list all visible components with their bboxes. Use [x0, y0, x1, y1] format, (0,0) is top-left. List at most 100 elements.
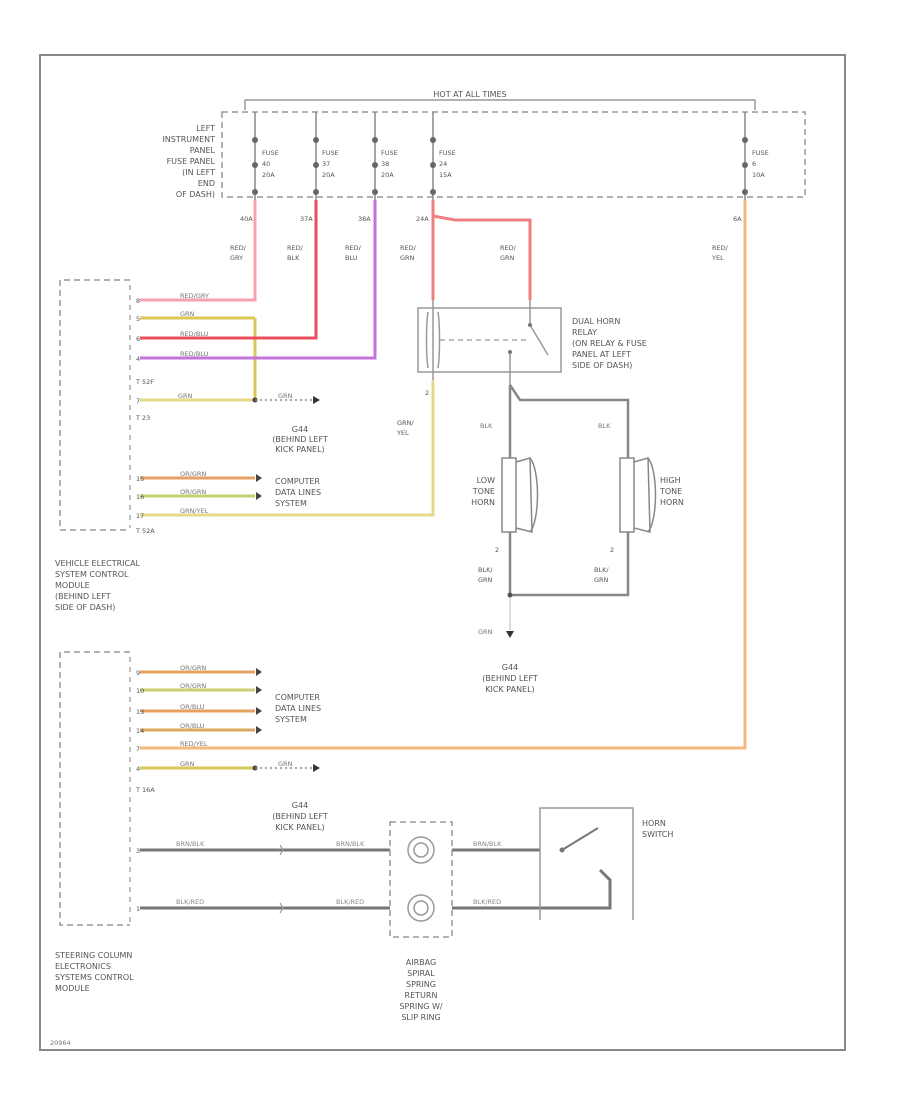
- vesc-ground-label: G44 (BEHIND LEFT KICK PANEL): [272, 425, 328, 454]
- svg-text:RELAY: RELAY: [572, 328, 597, 337]
- svg-text:RED/: RED/: [400, 244, 417, 252]
- relay-coil: [425, 311, 441, 369]
- svg-text:DUAL HORN: DUAL HORN: [572, 317, 620, 326]
- svg-text:OR/BLU: OR/BLU: [180, 703, 205, 711]
- svg-text:GRN/YEL: GRN/YEL: [180, 507, 209, 515]
- scesc-module-box: [59, 651, 130, 926]
- svg-text:4: 4: [136, 765, 140, 773]
- svg-text:COMPUTER: COMPUTER: [275, 693, 320, 702]
- fuse-symbols: [254, 112, 746, 200]
- svg-text:GRN: GRN: [180, 310, 195, 318]
- svg-text:LOW: LOW: [477, 476, 495, 485]
- svg-text:PANEL: PANEL: [190, 146, 216, 155]
- svg-text:(IN LEFT: (IN LEFT: [182, 168, 215, 177]
- svg-text:BLK: BLK: [287, 254, 300, 262]
- svg-text:KICK PANEL): KICK PANEL): [485, 685, 534, 694]
- scesc-wires: [140, 670, 255, 770]
- svg-text:STEERING COLUMN: STEERING COLUMN: [55, 951, 132, 960]
- low-tone-horn: LOW TONE HORN: [471, 457, 539, 533]
- svg-text:TONE: TONE: [472, 487, 495, 496]
- vesc-data-pins: 15 16 17 OR/GRN OR/GRN GRN/YEL: [136, 470, 209, 520]
- svg-text:GRN/: GRN/: [397, 419, 414, 427]
- vesc-data-wires: [140, 476, 255, 498]
- svg-text:G44: G44: [292, 425, 308, 434]
- svg-text:LEFT: LEFT: [196, 124, 215, 133]
- horn-switch-contact: [561, 827, 599, 851]
- svg-text:24A: 24A: [416, 215, 429, 223]
- svg-text:38: 38: [381, 160, 389, 168]
- svg-text:SLIP RING: SLIP RING: [401, 1013, 440, 1022]
- svg-text:KICK PANEL): KICK PANEL): [275, 445, 324, 454]
- svg-text:2: 2: [425, 389, 429, 397]
- svg-text:OR/GRN: OR/GRN: [180, 488, 206, 496]
- svg-text:COMPUTER: COMPUTER: [275, 477, 320, 486]
- fuse-40: FUSE 40 20A 40A: [240, 149, 279, 223]
- fuse-38: FUSE 38 20A 38A: [358, 149, 398, 223]
- svg-text:10: 10: [136, 687, 144, 695]
- svg-text:SYSTEM: SYSTEM: [275, 499, 307, 508]
- svg-text:VEHICLE ELECTRICAL: VEHICLE ELECTRICAL: [55, 559, 141, 568]
- svg-text:37A: 37A: [300, 215, 313, 223]
- svg-text:GRY: GRY: [230, 254, 243, 262]
- svg-text:MODULE: MODULE: [55, 581, 90, 590]
- svg-text:38A: 38A: [358, 215, 371, 223]
- svg-text:G44: G44: [292, 801, 308, 810]
- svg-text:24: 24: [439, 160, 447, 168]
- svg-text:OF DASH): OF DASH): [176, 190, 215, 199]
- svg-text:GRN: GRN: [278, 760, 293, 768]
- svg-text:GRN: GRN: [500, 254, 515, 262]
- svg-text:RED/: RED/: [287, 244, 304, 252]
- fuse-panel-box: [221, 111, 806, 198]
- svg-text:20A: 20A: [322, 171, 335, 179]
- svg-text:(BEHIND LEFT: (BEHIND LEFT: [272, 435, 328, 444]
- vesc-pin-labels: 8 5 6 4 7 T 52F T 23 T 52A: [135, 297, 155, 535]
- svg-text:RED/: RED/: [500, 244, 517, 252]
- svg-text:BLK/RED: BLK/RED: [473, 898, 501, 906]
- svg-text:HORN: HORN: [660, 498, 684, 507]
- svg-text:16: 16: [136, 493, 144, 501]
- svg-text:RED/YEL: RED/YEL: [180, 740, 208, 748]
- fuse-24: FUSE 24 15A 24A: [416, 149, 456, 223]
- svg-text:YEL: YEL: [711, 254, 724, 262]
- svg-text:DATA LINES: DATA LINES: [275, 704, 321, 713]
- svg-text:40: 40: [262, 160, 270, 168]
- hot-at-all-times-label: HOT AT ALL TIMES: [433, 90, 506, 99]
- svg-text:GRN: GRN: [278, 392, 293, 400]
- svg-text:9: 9: [136, 669, 140, 677]
- svg-text:RED/BLU: RED/BLU: [180, 350, 209, 358]
- svg-text:BLK/RED: BLK/RED: [176, 898, 204, 906]
- scesc-module-label: STEERING COLUMN ELECTRONICS SYSTEMS CONT…: [55, 951, 134, 993]
- svg-text:6A: 6A: [733, 215, 742, 223]
- svg-text:T 23: T 23: [135, 414, 150, 422]
- svg-text:BLU: BLU: [345, 254, 358, 262]
- slip-rings: [407, 836, 435, 922]
- svg-text:SPIRAL: SPIRAL: [407, 969, 435, 978]
- svg-text:5: 5: [136, 315, 140, 323]
- svg-text:17: 17: [136, 512, 144, 520]
- svg-text:SYSTEM CONTROL: SYSTEM CONTROL: [55, 570, 129, 579]
- svg-text:PANEL AT LEFT: PANEL AT LEFT: [572, 350, 631, 359]
- svg-text:(ON RELAY & FUSE: (ON RELAY & FUSE: [572, 339, 647, 348]
- svg-text:HIGH: HIGH: [660, 476, 681, 485]
- svg-text:HORN: HORN: [642, 819, 666, 828]
- svg-text:GRN: GRN: [478, 628, 493, 636]
- svg-text:BLK/: BLK/: [594, 566, 609, 574]
- svg-text:2: 2: [610, 546, 614, 554]
- high-tone-horn: HIGH TONE HORN: [619, 457, 684, 533]
- svg-text:SIDE OF DASH): SIDE OF DASH): [55, 603, 115, 612]
- diagram-code: 20964: [50, 1039, 71, 1047]
- svg-text:FUSE: FUSE: [439, 149, 456, 157]
- svg-text:YEL: YEL: [396, 429, 409, 437]
- fuse-6: FUSE 6 10A 6A: [733, 149, 769, 223]
- svg-text:RED/: RED/: [345, 244, 362, 252]
- svg-text:SYSTEM: SYSTEM: [275, 715, 307, 724]
- svg-text:MODULE: MODULE: [55, 984, 90, 993]
- scesc-ground-label: G44 (BEHIND LEFT KICK PANEL): [272, 801, 328, 832]
- svg-text:1: 1: [136, 905, 140, 913]
- vesc-data-label: COMPUTER DATA LINES SYSTEM: [275, 477, 321, 508]
- svg-text:13: 13: [136, 708, 144, 716]
- horn-switch-box: [539, 807, 634, 920]
- svg-text:T 52F: T 52F: [135, 378, 154, 386]
- svg-text:BLK: BLK: [598, 422, 611, 430]
- fuse-dots: [252, 137, 748, 195]
